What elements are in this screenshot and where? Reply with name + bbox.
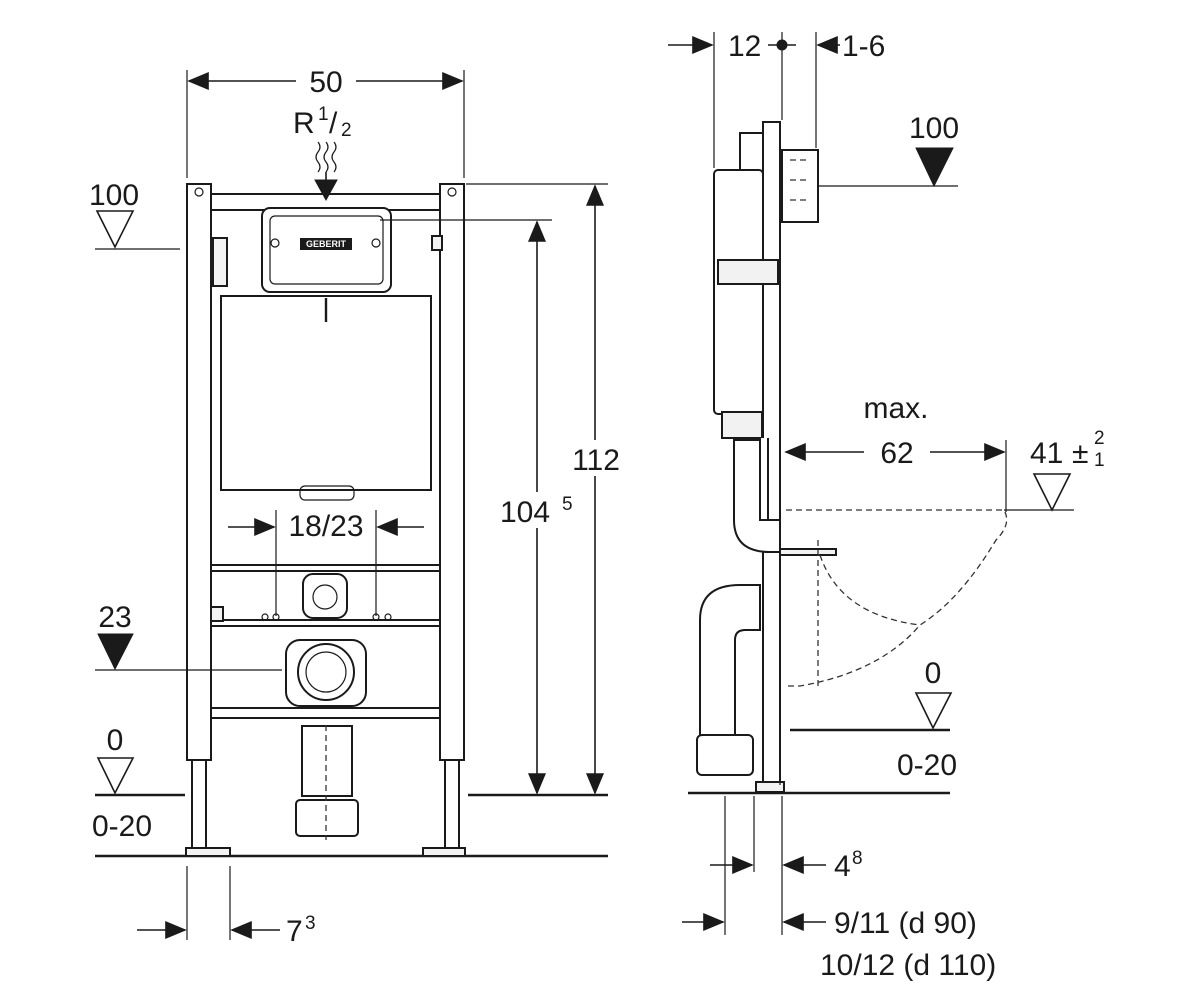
cross-rail-middle — [210, 619, 441, 627]
tol-plus: 2 — [1094, 428, 1105, 449]
filled-triangle-icon — [97, 633, 134, 671]
plate-screw — [371, 238, 381, 248]
dim-label-7-sup: 3 — [305, 913, 316, 934]
filled-triangle-icon — [915, 147, 954, 188]
open-triangle-icon — [96, 757, 135, 795]
dim-label-12: 12 — [728, 30, 761, 63]
level-label-0: 0 — [107, 724, 124, 757]
actuator-side — [781, 149, 819, 223]
range-label-0-20: 0-20 — [92, 810, 152, 843]
open-triangle-icon — [914, 692, 953, 730]
reference-point-icon — [776, 39, 788, 51]
supply-label-num: 1 — [318, 104, 329, 125]
level-label-23: 23 — [98, 601, 131, 634]
rail-clip — [210, 606, 224, 622]
dim-label-9-11: 9/11 (d 90) — [834, 907, 977, 940]
supply-arrow-icon — [314, 179, 338, 202]
dim-label-4: 4 — [834, 850, 851, 883]
level-label-100-right: 100 — [909, 112, 959, 145]
foot-plate-left — [185, 847, 231, 857]
frame-post-left — [186, 183, 212, 761]
dim-gap-112 — [565, 440, 627, 476]
cistern-side-bracket — [212, 237, 228, 287]
drain-pipe-end — [295, 799, 359, 837]
brand-logo: GEBERIT — [306, 239, 347, 249]
drain-socket — [696, 734, 754, 776]
rail-hole — [384, 613, 392, 621]
open-triangle-icon — [1032, 473, 1072, 512]
wc-bolt — [779, 548, 837, 556]
rail-hole — [261, 613, 269, 621]
foot-plate-right — [422, 847, 466, 857]
cistern-body — [220, 295, 432, 491]
drain-pipe — [301, 725, 353, 797]
supply-label-den: 2 — [341, 120, 352, 141]
supply-label-sep: / — [329, 107, 338, 140]
supply-label-R: R — [293, 107, 315, 140]
dim-label-112: 112 — [572, 444, 620, 477]
dim-label-104: 104 — [500, 496, 550, 529]
bolt-fitting — [302, 573, 348, 619]
actuator-plate-inner — [269, 215, 384, 285]
dim-label-18-23: 18/23 — [288, 510, 363, 543]
front-view: GEBERIT 50 R 1 / 2 — [89, 66, 627, 948]
level-label-100: 100 — [89, 179, 139, 212]
post-bolt — [447, 187, 457, 197]
dim-label-7: 7 — [286, 915, 303, 948]
dim-label-width: 50 — [309, 66, 342, 99]
dim-label-104-sup: 5 — [562, 494, 573, 515]
bolt-fitting-ring — [312, 584, 338, 610]
cistern-bracket — [717, 259, 779, 285]
cistern-side — [713, 169, 764, 415]
max-label: max. — [863, 392, 928, 425]
tol-pm: ± — [1072, 437, 1088, 470]
dim-gap-18 — [280, 508, 372, 540]
level-label-41: 41 — [1030, 437, 1063, 470]
cross-rail-lower — [210, 707, 441, 719]
dim-label-62: 62 — [880, 437, 913, 470]
frame-post-right — [439, 183, 465, 761]
brand-logo-bg — [300, 238, 352, 250]
leg-right — [444, 759, 460, 849]
open-triangle-icon — [95, 210, 135, 249]
flush-pipe-bend — [733, 439, 781, 553]
level-label-0-right: 0 — [925, 657, 942, 690]
cistern-side-bracket — [431, 235, 443, 251]
flush-outlet — [299, 485, 355, 501]
dim-gap-104 — [498, 492, 580, 528]
range-label-0-20-right: 0-20 — [897, 749, 957, 782]
dim-label-10-12: 10/12 (d 110) — [820, 949, 996, 982]
plate-screw — [270, 238, 280, 248]
cross-rail-upper — [210, 564, 441, 572]
upright-foot — [755, 781, 785, 793]
dim-label-1-6: 1-6 — [842, 30, 885, 63]
tol-minus: 1 — [1094, 450, 1105, 471]
drain-connector-bore — [305, 651, 347, 693]
wc-bowl-outline — [786, 509, 1008, 687]
wc-bowl-inner — [819, 554, 921, 626]
dim-label-4-sup: 8 — [852, 848, 863, 869]
drain-bend — [699, 584, 761, 743]
post-bolt — [194, 187, 204, 197]
side-view: 12 1-6 100 max. 62 41 ± 2 1 0 0-20 4 8 — [668, 30, 1105, 982]
wavy-lines-icon — [315, 141, 337, 173]
cistern-outlet — [721, 411, 763, 439]
leg-left — [191, 759, 207, 849]
